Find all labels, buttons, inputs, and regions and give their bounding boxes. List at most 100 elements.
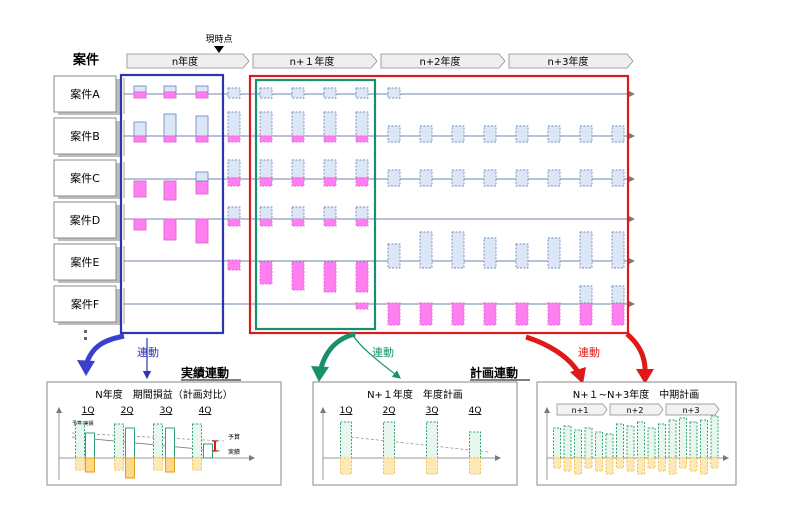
bar-plan <box>419 125 433 143</box>
year-label-n1: n+１年度 <box>290 55 335 68</box>
bar-plan <box>291 111 305 137</box>
midterm-sales-bar <box>553 427 561 459</box>
bar-plan <box>133 121 147 137</box>
bar-plan <box>387 125 401 143</box>
bar-cost <box>323 177 337 187</box>
budget-cost-bar <box>192 457 202 471</box>
bar-plan <box>323 159 337 179</box>
year-arrow-n2 <box>380 53 506 69</box>
year-label-n2: n+2年度 <box>419 55 460 68</box>
midterm-sales-bar <box>679 417 687 459</box>
bar-plan <box>355 87 369 99</box>
actual-panel-title: N年度 期間損益（計画対比） <box>95 388 232 401</box>
bar-cost <box>259 218 273 227</box>
midterm-cost-bar <box>595 457 603 472</box>
green-link-arrow-curve <box>317 331 356 373</box>
bar-plan <box>291 87 305 99</box>
midterm-sales-bar <box>647 427 656 459</box>
plan-linkage-heading: 計画連動 <box>470 365 518 380</box>
case-box <box>53 285 117 323</box>
bar-plan <box>227 87 241 99</box>
bar-cost <box>355 261 369 293</box>
bar-plan <box>259 159 273 179</box>
midterm-cost-bar <box>689 457 698 472</box>
year-label-n3: n+3年度 <box>547 55 588 68</box>
bar-plan <box>611 231 625 269</box>
midterm-panel-bars <box>553 415 719 475</box>
next-year-frame <box>254 78 377 331</box>
actual-cost-bar <box>85 457 95 473</box>
annual-cost-bar <box>469 457 481 475</box>
bar-plan <box>323 111 337 137</box>
budget-sales-bar <box>192 423 202 459</box>
case-bar-grid <box>133 85 625 326</box>
bar-plan <box>451 125 465 143</box>
red-link-arrow-left-head <box>570 367 586 384</box>
annual-plan-panel: N+１年度 年度計画 1Q 2Q 3Q 4Q <box>312 381 518 486</box>
bar-plan <box>515 169 529 187</box>
budget-cost-bar <box>114 457 124 471</box>
more-cases-ellipsis <box>84 330 87 340</box>
bar-cost <box>195 180 209 195</box>
annual-q2-label: 2Q <box>383 406 396 416</box>
bar-plan <box>133 85 147 93</box>
bar-cost <box>133 218 147 231</box>
bar-cost <box>611 302 625 326</box>
bar-plan <box>323 87 337 99</box>
midterm-cost-bar <box>700 457 708 475</box>
bar-cost <box>291 218 305 227</box>
midterm-sales-bar <box>668 419 677 459</box>
midterm-cost-bar <box>637 457 645 475</box>
midterm-sales-bar <box>689 421 698 459</box>
actual-sales-bar <box>85 432 95 459</box>
year-arrow-n <box>126 53 250 69</box>
bar-plan <box>579 231 593 269</box>
midterm-cost-bar <box>553 457 561 469</box>
midterm-year-arrow-n3 <box>665 403 720 416</box>
bar-cost <box>515 302 529 326</box>
year-arrow-n3 <box>508 53 634 69</box>
bar-plan <box>355 159 369 179</box>
case-label: 案件A <box>70 87 100 101</box>
bar-cost <box>227 218 241 227</box>
actual-sales-bar <box>125 427 135 459</box>
bar-cost <box>419 302 433 326</box>
midterm-cost-bar <box>647 457 656 469</box>
midterm-sales-bar <box>700 419 708 459</box>
bar-cost <box>451 302 465 326</box>
bar-plan <box>163 85 177 93</box>
bar-plan <box>483 237 497 269</box>
bar-cost <box>355 302 369 310</box>
bar-cost <box>259 177 273 187</box>
midterm-sales-bar <box>605 433 614 459</box>
annual-q3-label: 3Q <box>426 406 439 416</box>
midterm-cost-bar <box>668 457 677 475</box>
midterm-sales-bar <box>574 429 582 459</box>
midterm-cost-bar <box>658 457 666 472</box>
actual-sales-bar <box>203 443 213 459</box>
midterm-sales-bar <box>616 423 624 459</box>
bar-cost <box>323 218 337 227</box>
blue-link-arrow-head <box>77 360 95 376</box>
bar-cost <box>355 135 369 143</box>
midterm-year-arrow-n1 <box>556 403 608 416</box>
midterm-year-n1: n+1 <box>572 406 589 415</box>
case-label: 案件F <box>71 297 99 311</box>
red-link-arrow-left <box>525 334 581 374</box>
bar-plan <box>547 237 561 269</box>
midterm-cost-bar <box>616 457 624 469</box>
bar-cost <box>483 302 497 326</box>
actual-linkage-heading: 実績連動 <box>181 365 229 380</box>
bar-plan <box>387 169 401 187</box>
bar-plan <box>515 125 529 143</box>
budget-sales-bar <box>153 423 163 459</box>
bar-cost <box>259 135 273 143</box>
midterm-sales-bar <box>563 425 572 459</box>
midterm-plan-panel: N+１~N+3年度 中期計画 n+1 n+2 n+3 <box>536 381 737 486</box>
bar-plan <box>483 125 497 143</box>
bar-plan <box>547 125 561 143</box>
actual-q2-label: 2Q <box>121 406 134 416</box>
bar-cost <box>227 177 241 187</box>
actual-sales-bar <box>165 427 175 459</box>
budget-cost-bar <box>153 457 163 471</box>
